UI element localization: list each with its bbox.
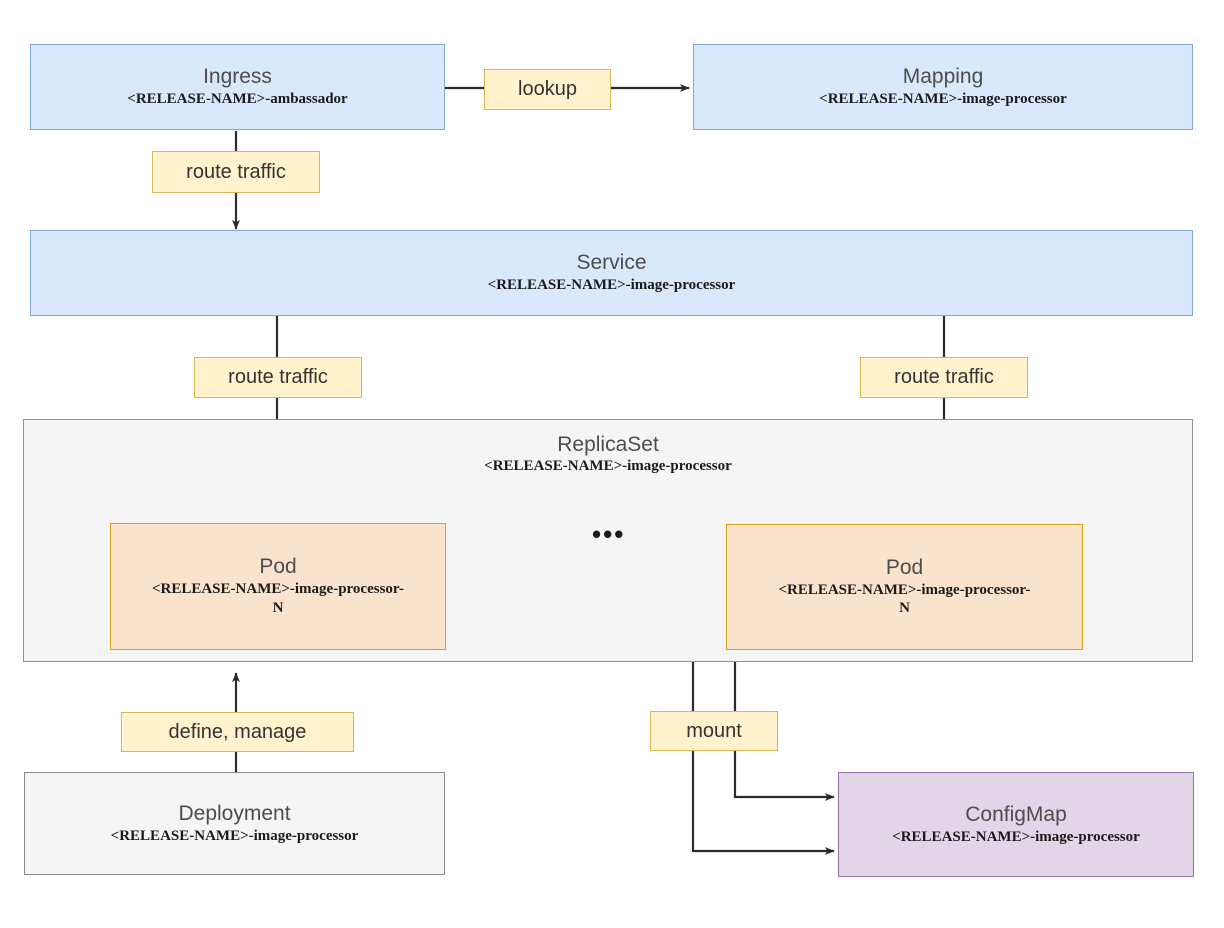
node-pod-right[interactable]: Pod <RELEASE-NAME>-image-processor-N	[726, 524, 1083, 650]
mapping-kind: Mapping	[902, 65, 984, 89]
edge-mount-configmap-lower	[691, 751, 835, 855]
pod-right-kind: Pod	[885, 555, 924, 579]
replicaset-name: <RELEASE-NAME>-image-processor	[484, 458, 732, 475]
node-ingress[interactable]: Ingress <RELEASE-NAME>-ambassador	[30, 44, 445, 130]
replicaset-title: ReplicaSet <RELEASE-NAME>-image-processo…	[24, 432, 1192, 477]
service-name: <RELEASE-NAME>-image-processor	[487, 277, 736, 293]
edge-label-route-traffic-ingress[interactable]: route traffic	[152, 151, 320, 193]
node-service[interactable]: Service <RELEASE-NAME>-image-processor	[30, 230, 1193, 316]
edge-label-define-manage[interactable]: define, manage	[121, 712, 354, 752]
mapping-name: <RELEASE-NAME>-image-processor	[819, 91, 1067, 107]
node-mapping[interactable]: Mapping <RELEASE-NAME>-image-processor	[693, 44, 1193, 130]
pod-right-name: <RELEASE-NAME>-image-processor-N	[778, 581, 1031, 617]
edge-label-route-traffic-right[interactable]: route traffic	[860, 357, 1028, 398]
pod-left-kind: Pod	[259, 555, 297, 579]
service-kind: Service	[576, 251, 647, 275]
deployment-name: <RELEASE-NAME>-image-processor	[110, 827, 359, 844]
pod-left-name: <RELEASE-NAME>-image-processor-N	[151, 581, 405, 616]
configmap-name: <RELEASE-NAME>-image-processor	[892, 828, 1140, 845]
ingress-name: <RELEASE-NAME>-ambassador	[127, 91, 348, 107]
ingress-kind: Ingress	[203, 65, 272, 89]
node-pod-left[interactable]: Pod <RELEASE-NAME>-image-processor-N	[110, 523, 446, 650]
edge-mount-configmap-upper	[733, 751, 835, 801]
node-deployment[interactable]: Deployment <RELEASE-NAME>-image-processo…	[24, 772, 445, 875]
edge-label-lookup[interactable]: lookup	[484, 69, 611, 110]
pods-ellipsis: •••	[592, 519, 626, 549]
configmap-kind: ConfigMap	[965, 802, 1067, 826]
replicaset-kind: ReplicaSet	[557, 433, 659, 456]
deployment-kind: Deployment	[178, 801, 291, 825]
edge-label-mount[interactable]: mount	[650, 711, 778, 751]
edge-label-route-traffic-left[interactable]: route traffic	[194, 357, 362, 398]
node-configmap[interactable]: ConfigMap <RELEASE-NAME>-image-processor	[838, 772, 1194, 877]
